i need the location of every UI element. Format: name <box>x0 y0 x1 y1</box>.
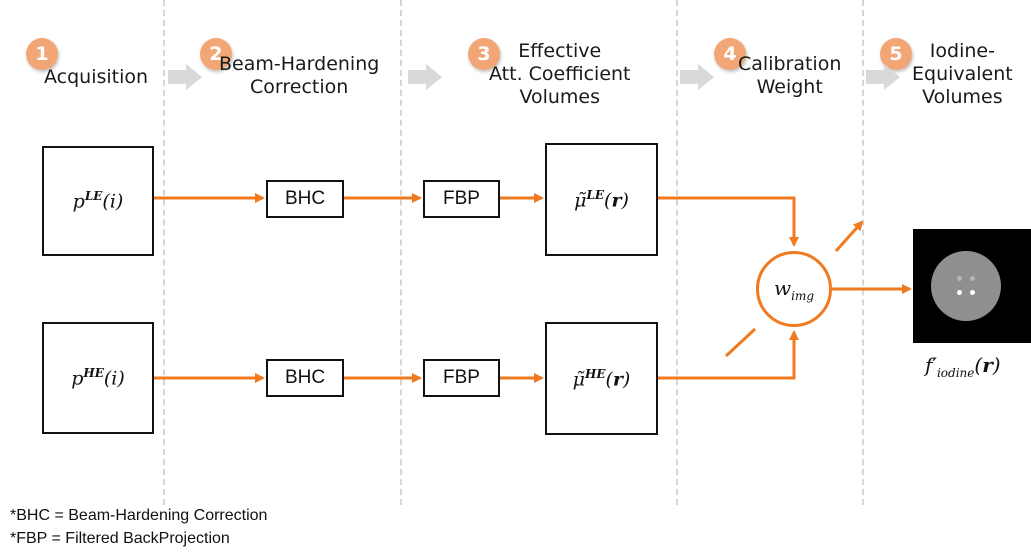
footnote-fbp: *FBP = Filtered BackProjection <box>10 530 230 547</box>
weight-label: wimg <box>773 275 815 303</box>
calibration-weight-node: wimg <box>756 251 832 327</box>
output-label: f′iodine(r) <box>925 353 1001 380</box>
attenuation-le-label: μ̃LE(r) <box>574 187 629 212</box>
bhc-box: BHC <box>266 359 344 397</box>
phantom-insert <box>957 276 962 281</box>
attenuation-he-label: μ̃HE(r) <box>572 366 631 391</box>
fbp-box: FBP <box>423 180 500 218</box>
bhc-box: BHC <box>266 180 344 218</box>
stage-1-title: Acquisition <box>44 66 149 88</box>
attenuation-he-box: μ̃HE(r) <box>545 322 658 435</box>
phantom-insert <box>970 276 975 281</box>
chevron-right-icon <box>168 64 202 90</box>
phantom-insert <box>970 290 975 295</box>
stage-2-badge: 2 <box>200 38 232 70</box>
stage-4-badge: 4 <box>714 38 746 70</box>
column-separator <box>400 0 402 505</box>
projection-le-label: pLE(i) <box>72 189 124 213</box>
stage-2-title: Beam-Hardening Correction <box>219 53 380 98</box>
footnote-bhc: *BHC = Beam-Hardening Correction <box>10 507 268 524</box>
phantom-insert <box>957 290 962 295</box>
column-separator <box>862 0 864 505</box>
stage-4-title: Calibration Weight <box>738 53 842 98</box>
projection-le-box: pLE(i) <box>42 146 154 256</box>
column-separator <box>676 0 678 505</box>
column-separator <box>163 0 165 505</box>
stage-5-title: Iodine- Equivalent Volumes <box>912 40 1013 108</box>
projection-he-label: pHE(i) <box>71 366 125 390</box>
stage-1-badge: 1 <box>26 38 58 70</box>
stage-3-title: Effective Att. Coefficient Volumes <box>489 40 631 108</box>
chevron-right-icon <box>408 64 442 90</box>
chevron-right-icon <box>680 64 714 90</box>
phantom-disk <box>931 251 1001 321</box>
fbp-box: FBP <box>423 359 500 397</box>
chevron-right-icon <box>866 64 900 90</box>
stage-3-badge: 3 <box>468 38 500 70</box>
iodine-volume-image <box>913 229 1031 343</box>
projection-he-box: pHE(i) <box>42 322 154 434</box>
stage-5-badge: 5 <box>880 38 912 70</box>
attenuation-le-box: μ̃LE(r) <box>545 143 658 256</box>
